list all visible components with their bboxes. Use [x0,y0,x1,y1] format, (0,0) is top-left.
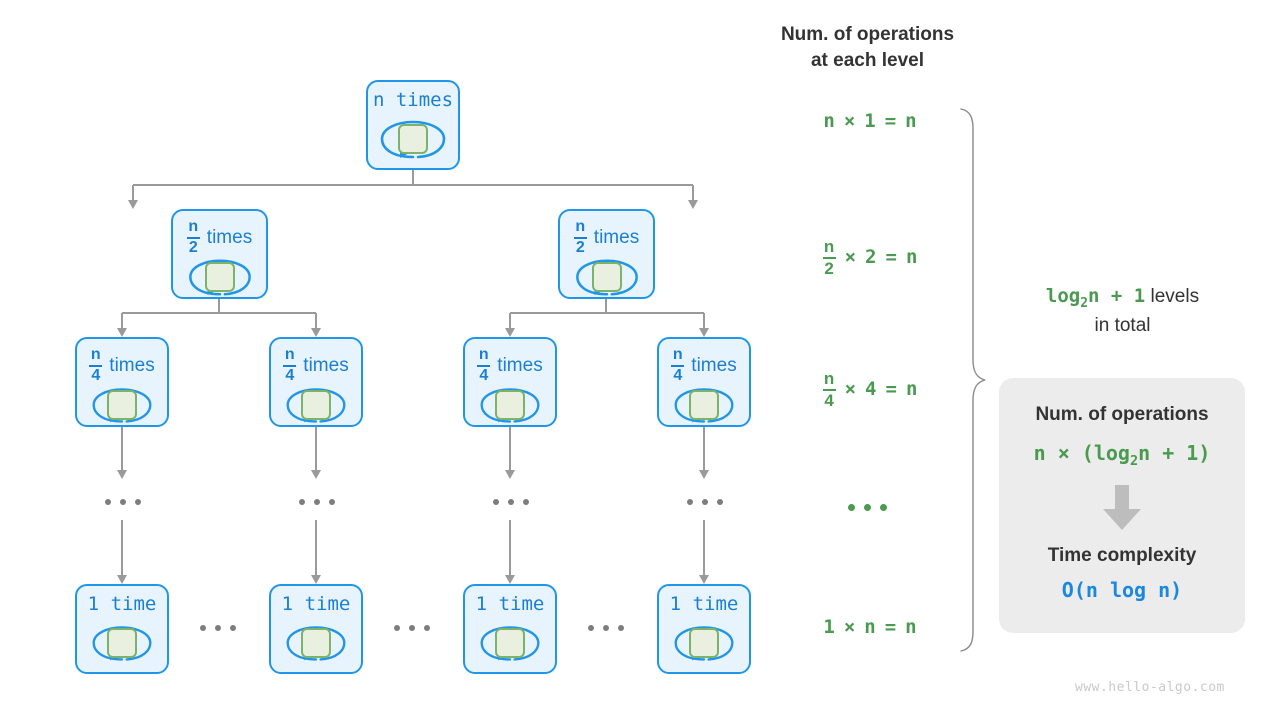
operation-square [107,628,137,658]
levels-word: levels [1150,286,1200,307]
fraction: n 4 [822,369,836,410]
operation-square [689,628,719,658]
node-label: n 2 times [186,218,253,256]
tree-node-level2-1[interactable]: n 2 times [171,209,268,299]
tree-node-level5-2[interactable]: 1 time [269,584,363,674]
tree-ellipsis-4 [687,499,723,505]
loop-arrow-group [465,614,555,672]
tree-node-level3-1[interactable]: n 4 times [75,337,169,427]
tree-node-level2-2[interactable]: n 2 times [558,209,655,299]
loop-arrow-group [465,385,555,425]
node-label: 1 time [475,593,545,615]
tree-node-level3-3[interactable]: n 4 times [463,337,557,427]
tree-node-level3-4[interactable]: n 4 times [657,337,751,427]
tree-node-level5-4[interactable]: 1 time [657,584,751,674]
loop-arrow-group [659,614,749,672]
fraction: n 4 [671,346,685,384]
operation-square [204,261,235,292]
fraction: n 4 [283,346,297,384]
leaf-ellipsis-2 [394,625,430,631]
operations-row-1: n × 1 = n [823,110,917,132]
fraction: n 4 [89,346,103,384]
levels-brace [960,108,986,652]
result-panel-heading-1: Num. of operations [1035,404,1209,425]
operation-square [689,389,719,420]
loop-arrow-group [659,385,749,425]
tree-ellipsis-3 [493,499,529,505]
node-label: 1 time [669,593,739,615]
loop-arrow-group [271,385,361,425]
tree-node-level5-3[interactable]: 1 time [463,584,557,674]
node-label: n 4 times [89,346,155,384]
node-label: n times [372,89,454,111]
levels-second-line: in total [1094,314,1151,336]
result-panel: Num. of operations n × (log2n + 1) Time … [999,378,1245,633]
node-label: n 4 times [671,346,737,384]
leaf-ellipsis-3 [588,625,624,631]
loop-arrow-group [560,257,653,297]
fraction: n 2 [573,218,587,256]
node-label: n 2 times [573,218,640,256]
node-label: 1 time [281,593,351,615]
operation-square [591,261,622,292]
loop-arrow-group [173,257,266,297]
fraction: n 2 [822,237,836,278]
loop-arrow-group [77,614,167,672]
loop-arrow-group [368,110,458,168]
leaf-ellipsis-1 [200,625,236,631]
down-arrow-icon [1103,485,1141,530]
operations-row-ellipsis [848,504,887,511]
levels-total-note: log2n + 1 levels in total [1000,283,1245,339]
operations-row-3: n 4 × 4 = n [822,369,918,410]
fraction: n 4 [477,346,491,384]
tree-node-level3-2[interactable]: n 4 times [269,337,363,427]
result-panel-formula-2: O(n log n) [1061,578,1183,602]
tree-ellipsis-1 [105,499,141,505]
loop-arrow-group [77,385,167,425]
node-label: n 4 times [283,346,349,384]
operation-square [107,389,137,420]
operations-row-2: n 2 × 2 = n [822,237,918,278]
loop-arrow-group [271,614,361,672]
result-panel-heading-2: Time complexity [1047,545,1197,566]
fraction: n 2 [186,218,200,256]
operation-square [495,628,525,658]
result-panel-formula-1: n × (log2n + 1) [1033,441,1211,469]
operations-column-title: Num. of operations at each level [780,24,955,71]
watermark: www.hello-algo.com [1075,680,1225,695]
tree-ellipsis-2 [299,499,335,505]
operations-row-5: 1 × n = n [823,616,917,638]
operation-square [398,124,428,154]
operation-square [301,628,331,658]
operation-square [495,389,525,420]
levels-formula: log2n + 1 [1045,285,1146,311]
node-label: 1 time [87,593,157,615]
tree-node-level5-1[interactable]: 1 time [75,584,169,674]
operation-square [301,389,331,420]
node-label: n 4 times [477,346,543,384]
tree-node-level1-1[interactable]: n times [366,80,460,170]
